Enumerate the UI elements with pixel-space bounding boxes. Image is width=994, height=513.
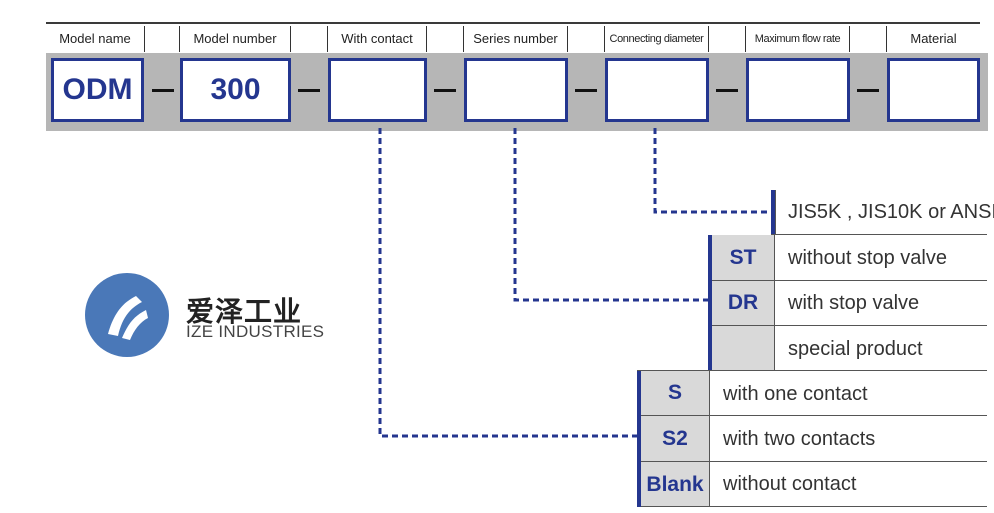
table-line: [641, 415, 987, 416]
contact-description-blank: without contact: [723, 473, 857, 495]
separator-dash: [152, 89, 174, 92]
header-with-contact: With contact: [328, 26, 427, 52]
header-connecting-diameter: Connecting diameter: [605, 26, 709, 52]
separator-dash: [857, 89, 879, 92]
table-line: [641, 461, 987, 462]
contact-code-s2: S2: [641, 416, 709, 461]
header-gap: [850, 26, 887, 52]
logo-english-name: IZE INDUSTRIES: [186, 322, 325, 341]
header-maximum-flow-rate: Maximum flow rate: [746, 26, 850, 52]
separator-dash: [298, 89, 320, 92]
contact-code-blank: Blank: [641, 462, 709, 507]
series-code-dr: DR: [712, 281, 774, 325]
contact-table-marker: [637, 371, 641, 507]
slot-connecting-diameter: [605, 58, 709, 122]
logo-chinese-name: 爱泽工业: [186, 296, 303, 327]
connector-series-number: [513, 128, 708, 302]
slot-with-contact: [328, 58, 427, 122]
diameter-description: JIS5K , JIS10K or ANSI: [788, 201, 994, 223]
header-top-rule: [46, 22, 980, 24]
series-description-st: without stop valve: [788, 247, 947, 269]
table-line: [774, 235, 775, 370]
header-gap: [568, 26, 605, 52]
table-line: [637, 370, 987, 371]
separator-dash: [575, 89, 597, 92]
separator-dash: [434, 89, 456, 92]
slot-model-name: ODM: [51, 58, 144, 122]
connector-with-contact: [378, 128, 637, 438]
series-table-marker: [708, 235, 712, 370]
table-line: [712, 325, 987, 326]
contact-description-s2: with two contacts: [723, 428, 876, 450]
table-line: [775, 190, 776, 235]
diameter-table-marker: [771, 190, 775, 235]
slot-maximum-flow-rate: [746, 58, 850, 122]
slot-series-number: [464, 58, 568, 122]
header-model-number: Model number: [180, 26, 291, 52]
contact-description-s: with one contact: [723, 383, 868, 405]
series-code-special: [712, 326, 774, 370]
header-series-number: Series number: [464, 26, 568, 52]
table-line: [712, 280, 987, 281]
header-material: Material: [910, 31, 957, 46]
contact-code-s: S: [641, 371, 709, 415]
series-code-st: ST: [712, 235, 774, 280]
header-gap: [145, 26, 180, 52]
slot-model-number: 300: [180, 58, 291, 122]
header-model-name: Model name: [46, 26, 145, 52]
table-line: [771, 234, 987, 235]
header-gap: [291, 26, 328, 52]
connector-connecting-diameter: [653, 128, 770, 214]
series-description-dr: with stop valve: [788, 292, 920, 314]
series-description-special: special product: [788, 338, 923, 360]
header-gap: [427, 26, 464, 52]
table-line: [709, 371, 710, 507]
table-line: [641, 506, 987, 507]
slot-material: [887, 58, 980, 122]
separator-dash: [716, 89, 738, 92]
header-gap: [709, 26, 746, 52]
ize-logo-icon: [85, 273, 169, 357]
